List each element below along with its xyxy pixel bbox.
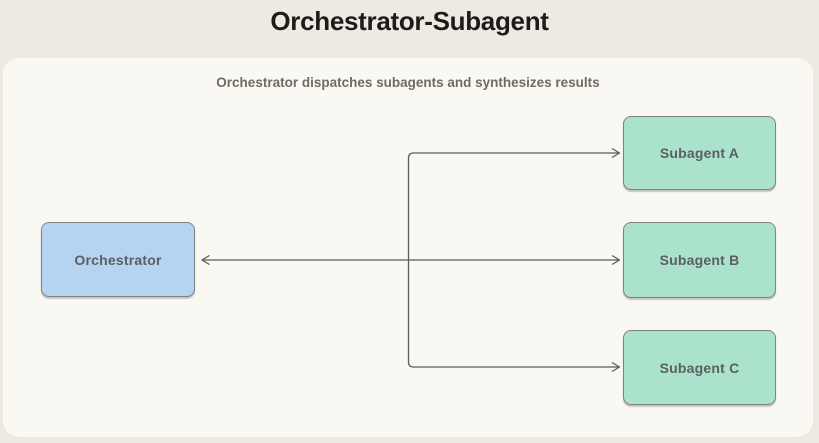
node-subagent-b: Subagent B: [623, 222, 776, 298]
node-subagent-a: Subagent A: [623, 116, 776, 190]
diagram-subtitle: Orchestrator dispatches subagents and sy…: [216, 75, 600, 90]
node-subagent-c-label: Subagent C: [659, 359, 740, 376]
node-subagent-c: Subagent C: [623, 330, 776, 405]
diagram-title: Orchestrator-Subagent: [270, 6, 549, 36]
node-subagent-b-label: Subagent B: [659, 252, 740, 268]
node-orchestrator: Orchestrator: [41, 222, 195, 297]
node-subagent-a-label: Subagent A: [659, 145, 740, 161]
node-orchestrator-label: Orchestrator: [74, 251, 162, 268]
